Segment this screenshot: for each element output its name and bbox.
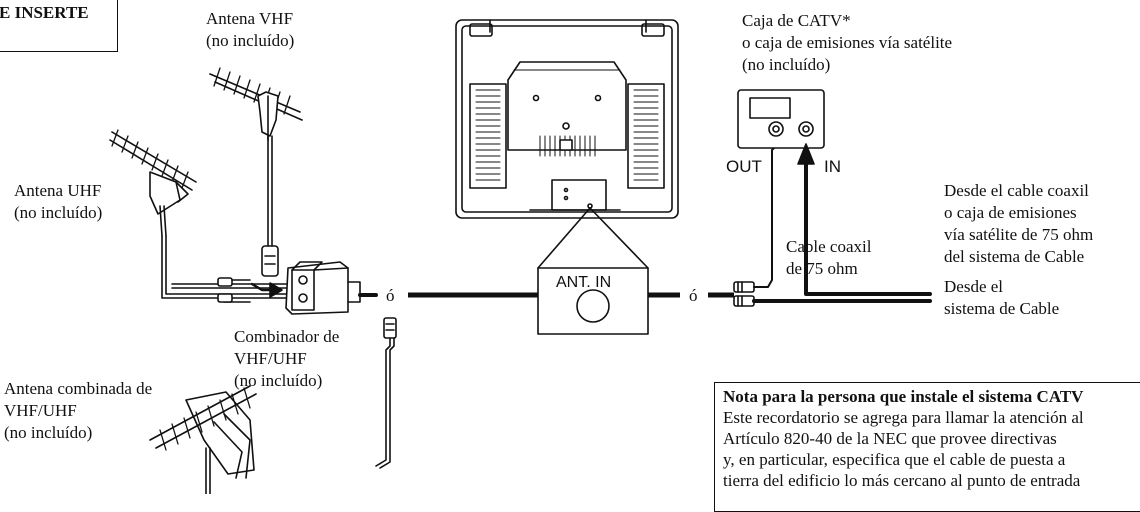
vhf-antenna-icon: [209, 67, 303, 277]
note-line: y, en particular, especifica que el cabl…: [723, 450, 1066, 469]
uhf-antenna-icon: [109, 129, 197, 237]
catv-box-label: Caja de CATV* o caja de emisiones vía sa…: [742, 11, 953, 74]
catv-box-icon: [737, 89, 825, 149]
note-title: Nota para la persona que instale el sist…: [723, 387, 1084, 406]
combo-antenna-label: Antena combinada de VHF/UHF (no incluído…: [4, 379, 153, 442]
note-line: tierra del edificio lo más cercano al pu…: [723, 471, 1081, 490]
out-label: OUT: [726, 157, 762, 176]
from-coax-label: Desde el cable coaxil o caja de emisione…: [944, 181, 1094, 266]
vhf-antenna-label: Antena VHF (no incluído): [206, 9, 295, 50]
or-right-label: ó: [689, 286, 698, 305]
combiner-label: Combinador de VHF/UHF (no incluído): [234, 327, 340, 390]
corner-label: E INSERTE: [0, 3, 89, 22]
note-line: Artículo 820-40 de la NEC que provee dir…: [723, 429, 1057, 448]
corner-label-box: E INSERTE: [0, 0, 118, 52]
catv-installer-note: Nota para la persona que instale el sist…: [714, 382, 1140, 512]
connection-diagram: [109, 19, 932, 494]
uhf-antenna-label: Antena UHF (no incluído): [14, 181, 103, 222]
note-line: Este recordatorio se agrega para llamar …: [723, 408, 1084, 427]
combiner-icon: [285, 261, 361, 315]
ant-in-label: ANT. IN: [556, 274, 612, 291]
tv-back-icon: [455, 19, 679, 219]
combo-antenna-icon: [149, 385, 257, 494]
or-left-label: ó: [386, 286, 395, 305]
from-cable-label: Desde el sistema de Cable: [944, 277, 1060, 318]
coax-75-label: Cable coaxil de 75 ohm: [786, 237, 872, 278]
in-label: IN: [824, 157, 841, 176]
